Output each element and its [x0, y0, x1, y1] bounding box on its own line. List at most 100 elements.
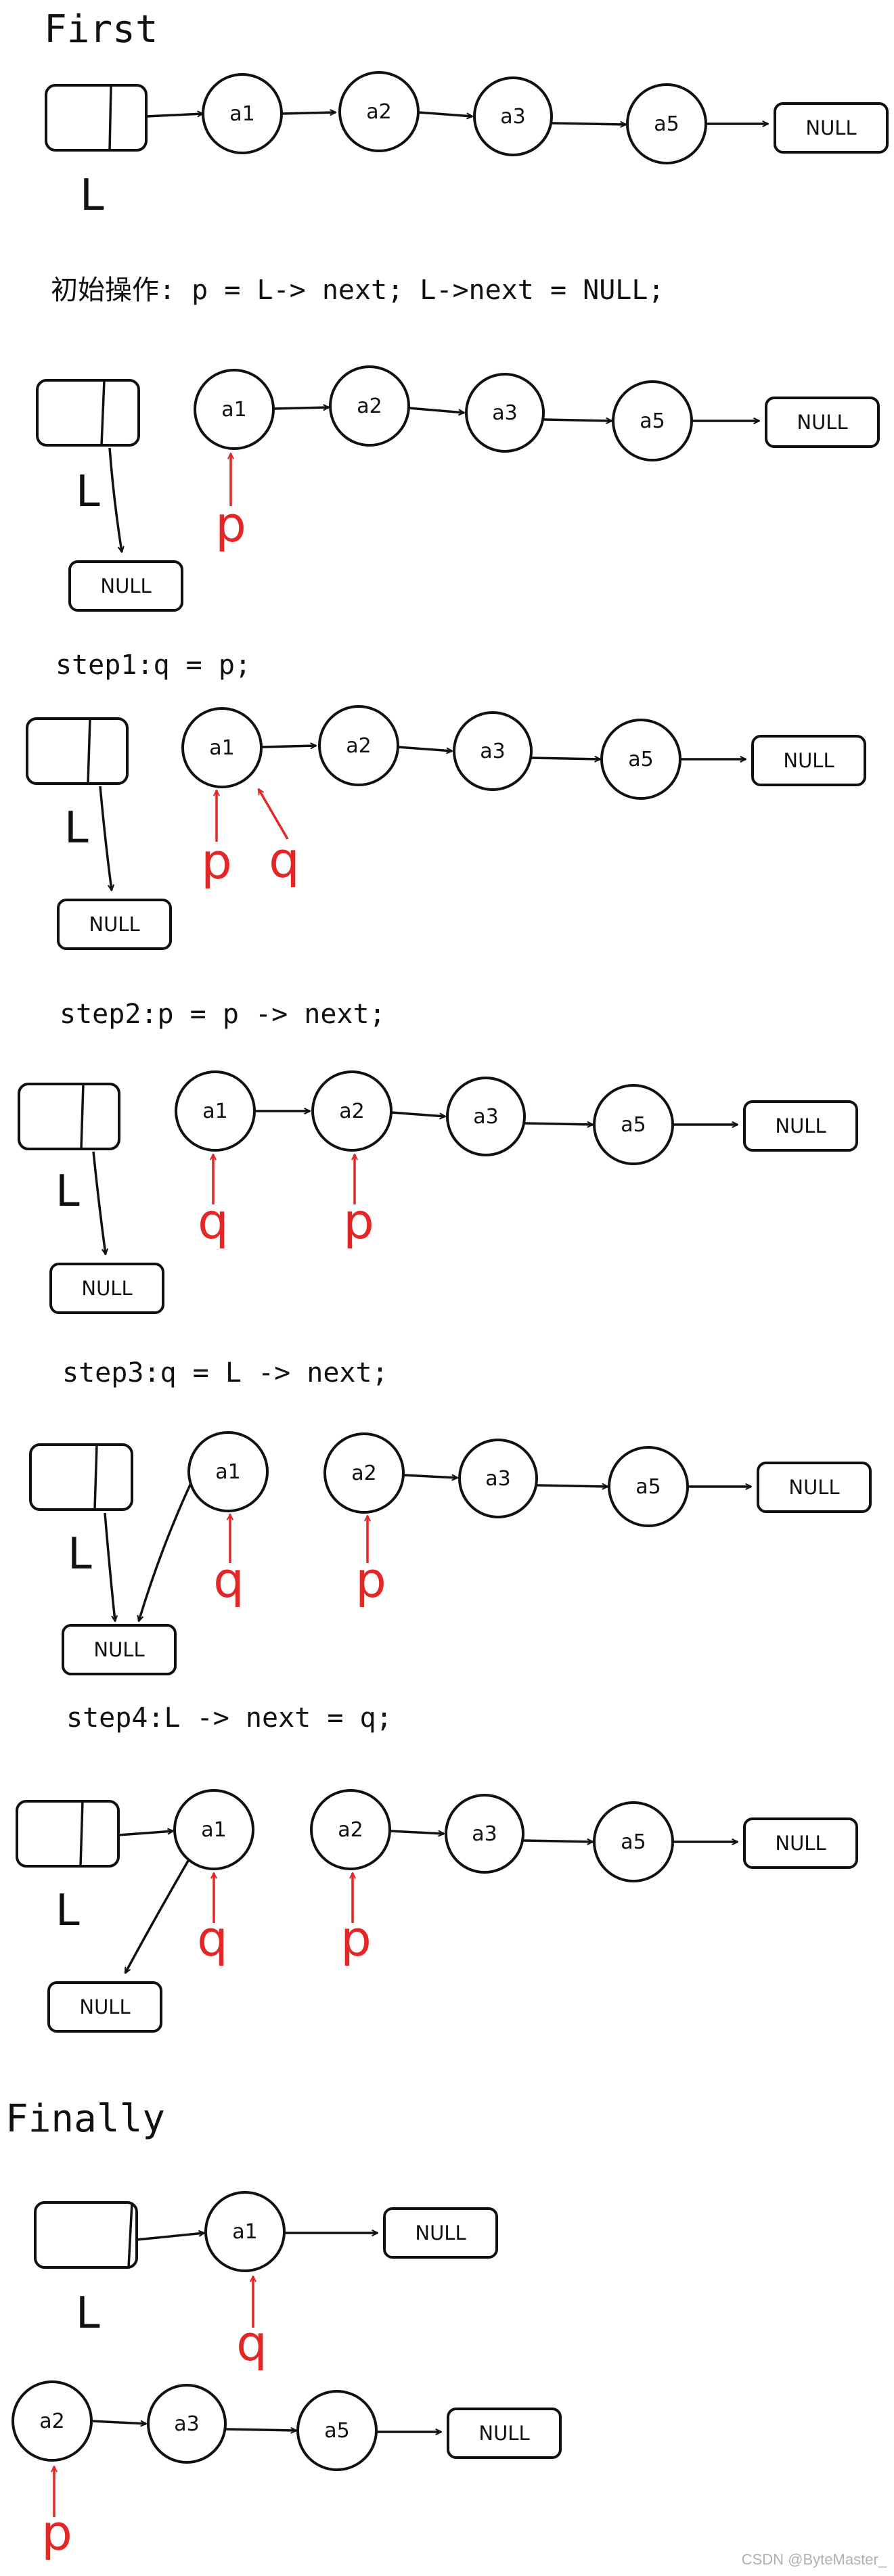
- edge-a1-to-a2: [273, 407, 329, 409]
- node-a3: a3: [473, 76, 553, 156]
- edge-a3-to-a5: [522, 1840, 593, 1842]
- node-a5: a5: [612, 380, 693, 461]
- list-head-label: L: [76, 2288, 100, 2338]
- pointer-p-label: p: [201, 833, 232, 890]
- edge-a3-to-a5: [524, 1123, 593, 1125]
- svg-text:a1: a1: [221, 398, 246, 422]
- svg-text:a3: a3: [500, 105, 525, 129]
- svg-text:NULL: NULL: [478, 2422, 529, 2445]
- svg-text:a3: a3: [473, 1105, 498, 1129]
- section-finally: Finally L a1 NULL q a2 a3 a5: [5, 2097, 562, 2561]
- edge-a2-to-a3: [418, 111, 472, 116]
- svg-text:NULL: NULL: [805, 116, 856, 139]
- node-a3: a3: [446, 1077, 526, 1156]
- init-caption: 初始操作: p = L-> next; L->next = NULL;: [51, 275, 665, 306]
- pointer-q-label: q: [213, 1552, 244, 1608]
- edge-head-to-a1: [118, 1831, 173, 1836]
- edge-a1-to-a2: [261, 746, 316, 747]
- pointer-q-label: q: [236, 2315, 267, 2372]
- pointer-p-label: p: [215, 496, 246, 553]
- svg-text:a3: a3: [492, 401, 517, 425]
- list-head-label: L: [68, 1529, 92, 1579]
- tail-null-box: NULL: [774, 102, 889, 154]
- svg-text:NULL: NULL: [783, 749, 834, 772]
- svg-text:a1: a1: [201, 1818, 226, 1842]
- pointer-p-label: p: [343, 1193, 374, 1250]
- svg-text:a3: a3: [485, 1467, 510, 1491]
- edge-a2-to-a3: [91, 2420, 146, 2424]
- svg-text:a5: a5: [628, 748, 653, 771]
- section-step4: step4:L -> next = q; L a1 NULL a2 a3 a5: [16, 1702, 858, 2033]
- node-a1: a1: [187, 1431, 269, 1512]
- svg-text:a3: a3: [480, 740, 505, 763]
- svg-text:a5: a5: [621, 1830, 646, 1854]
- section-init: 初始操作: p = L-> next; L->next = NULL; L NU…: [36, 275, 880, 612]
- node-a1: a1: [175, 1070, 256, 1152]
- svg-text:a1: a1: [209, 736, 234, 760]
- head-node-box: [36, 379, 140, 447]
- edge-a3-to-a5: [225, 2429, 296, 2431]
- node-a2: a2: [323, 1432, 405, 1514]
- list-head-label: L: [64, 803, 89, 853]
- edge-head-to-a1: [136, 2233, 204, 2241]
- svg-text:a1: a1: [229, 102, 254, 126]
- svg-text:a5: a5: [654, 112, 679, 136]
- svg-text:a1: a1: [215, 1460, 240, 1484]
- tail-null-box: NULL: [743, 1817, 858, 1869]
- section-first: First L a1 a2 a3 a5 NULL: [44, 7, 889, 221]
- pointer-q-label: q: [197, 1910, 228, 1967]
- svg-text:a2: a2: [339, 1100, 364, 1123]
- section-step3: step3:q = L -> next; L NULL a1 a2 a3 a5: [29, 1357, 872, 1675]
- node-a3: a3: [465, 373, 545, 453]
- pointer-p-label: p: [340, 1910, 372, 1967]
- edge-head-to-null: [92, 1151, 106, 1255]
- edge-a1-to-null: [124, 1860, 189, 1973]
- edge-head-to-null: [104, 1512, 115, 1621]
- node-a2: a2: [338, 71, 420, 152]
- node-a1: a1: [181, 707, 263, 788]
- finally-heading: Finally: [5, 2097, 165, 2141]
- node-a5: a5: [600, 719, 681, 800]
- head-node-box: [45, 84, 148, 152]
- edge-a2-to-a3: [389, 1830, 444, 1834]
- edge-head-to-a1: [146, 114, 203, 118]
- node-a5: a5: [593, 1084, 674, 1165]
- svg-text:a2: a2: [39, 2410, 64, 2433]
- svg-text:a2: a2: [357, 394, 382, 418]
- edge-a2-to-a3: [397, 746, 452, 751]
- svg-text:a2: a2: [351, 1462, 376, 1485]
- svg-text:a3: a3: [472, 1822, 497, 1846]
- edge-a3-to-a5: [536, 1485, 608, 1487]
- svg-text:a2: a2: [346, 734, 371, 758]
- reversed-tail-null-box: NULL: [383, 2207, 498, 2259]
- node-a2: a2: [12, 2380, 93, 2462]
- tail-null-box: NULL: [757, 1462, 872, 1513]
- edge-head-to-null: [108, 447, 122, 552]
- node-a2: a2: [311, 1070, 393, 1152]
- svg-text:NULL: NULL: [81, 1277, 132, 1300]
- head-node-box: [26, 717, 129, 785]
- node-a5: a5: [608, 1446, 689, 1527]
- list-head-label: L: [55, 1886, 80, 1936]
- step1-caption: step1:q = p;: [55, 650, 251, 681]
- svg-text:a2: a2: [366, 100, 391, 124]
- edge-a1-to-a2: [281, 112, 336, 114]
- section-step1: step1:q = p; L NULL a1 a2 a3 a5: [26, 650, 866, 950]
- section-step2: step2:p = p -> next; L NULL a1 a2 a3 a5: [18, 999, 858, 1314]
- tail-null-box: NULL: [743, 1100, 858, 1152]
- node-a2: a2: [329, 365, 410, 447]
- head-node-box: [16, 1800, 120, 1868]
- edge-a1-to-null: [139, 1471, 198, 1621]
- svg-text:NULL: NULL: [775, 1832, 826, 1855]
- edge-a2-to-a3: [390, 1111, 445, 1116]
- node-a5: a5: [296, 2390, 378, 2471]
- edge-a3-to-a5: [543, 420, 612, 421]
- node-a3: a3: [445, 1794, 524, 1874]
- svg-text:a1: a1: [202, 1100, 227, 1123]
- node-a5: a5: [593, 1801, 674, 1882]
- svg-text:a3: a3: [174, 2412, 199, 2436]
- svg-text:a2: a2: [338, 1818, 363, 1842]
- node-a2: a2: [310, 1789, 391, 1870]
- head-node-box: [34, 2201, 138, 2269]
- tail-null-box: NULL: [751, 735, 866, 786]
